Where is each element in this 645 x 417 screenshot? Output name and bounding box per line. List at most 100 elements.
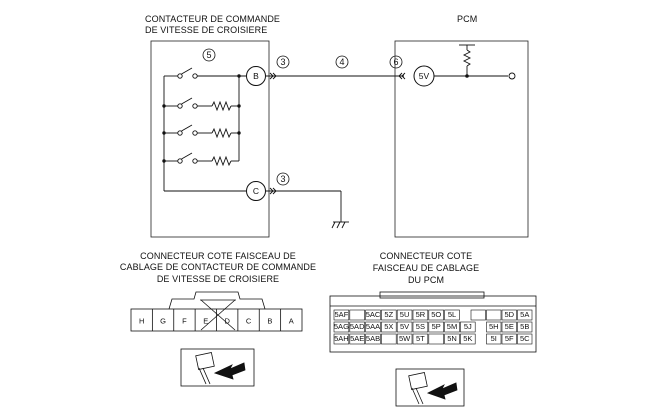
connector2-housing xyxy=(329,291,537,353)
ground-symbol xyxy=(331,221,349,229)
signal-wire xyxy=(266,72,406,80)
connector2-left-cavity xyxy=(381,309,397,321)
connector2-title-line-1: CONNECTEUR COTE xyxy=(380,251,473,261)
connector2-left-pin-label: 5AG xyxy=(334,322,349,331)
connector1-pin-label: E xyxy=(203,317,208,326)
connector2-title-line-3: DU PCM xyxy=(408,275,444,285)
connector2-left-pin-label: 5T xyxy=(416,334,425,343)
connector2-right-cavity xyxy=(486,333,502,345)
connector2-left-pin-label: 5O xyxy=(431,310,441,319)
connector2-left-cavity xyxy=(460,333,476,345)
connector2-left-cavity xyxy=(349,321,365,333)
callout-6-circle xyxy=(389,55,403,69)
connector2-right-pin-label: 5F xyxy=(505,334,514,343)
connector2-left-cavity xyxy=(444,333,460,345)
connector2-right-cavity xyxy=(517,333,533,345)
callout-3-label-bottom: 3 xyxy=(280,174,285,184)
connector2-left-pin-label: 5AD xyxy=(350,322,365,331)
connector2-left-cavity xyxy=(349,309,365,321)
connector2-view-direction-icon xyxy=(395,368,465,407)
connector2-left-pin-label: 5K xyxy=(463,334,472,343)
connector2-left-pin-label: 5AC xyxy=(366,310,381,319)
switch-title-line-2: DE VITESSE DE CROISIERE xyxy=(145,25,267,35)
connector2-left-cavity xyxy=(365,309,381,321)
connector2-left-pin-label: 5M xyxy=(447,322,457,331)
connector1-pin-label: B xyxy=(267,317,272,326)
connector2-right-pin-label: 5E xyxy=(505,322,514,331)
connector1-title-line-3: DE VITESSE DE CROISIERE xyxy=(157,274,279,284)
connector2-left-cavity xyxy=(381,333,397,345)
connector2-right-cavity xyxy=(517,321,533,333)
connector2-left-cavity xyxy=(396,321,413,333)
connector1-pin-label: A xyxy=(289,317,294,326)
connector2-left-cavity xyxy=(412,309,429,321)
connector2-left-cavity xyxy=(444,321,460,333)
switch-row-2 xyxy=(164,124,239,139)
connector2-left-pin-label: 5AH xyxy=(334,334,349,343)
connector2-left-cavity xyxy=(365,333,381,345)
connector2-right-cavity xyxy=(486,309,502,321)
callout-3-circle-bottom xyxy=(276,172,290,186)
connector2-left-pin-label: 5N xyxy=(447,334,457,343)
connector1-title-line-1: CONNECTEUR COTE FAISCEAU DE xyxy=(140,251,296,261)
connector2-left-cavity xyxy=(428,309,444,321)
connector2-right-cavity xyxy=(470,309,486,321)
terminal-b-label: B xyxy=(253,71,259,81)
connector2-left-cavity xyxy=(333,333,350,345)
connector2-right-cavity xyxy=(501,333,517,345)
terminal-c-label: C xyxy=(253,186,259,196)
connector2-right-pin-label: 5I xyxy=(491,334,497,343)
connector1-pin-label: D xyxy=(224,317,230,326)
connector2-left-cavity xyxy=(444,309,460,321)
connector2-left-cavity xyxy=(428,321,444,333)
connector2-left-pin-label: 5V xyxy=(400,322,409,331)
callout-6-label: 6 xyxy=(393,57,398,67)
connector1-pin-label: F xyxy=(182,317,187,326)
callout-5-label: 5 xyxy=(206,50,211,60)
switch-box xyxy=(150,40,270,238)
pcm-junction-dot xyxy=(465,74,469,78)
connector1-pin-label: H xyxy=(139,317,144,326)
connector2-left-pin-label: 5S xyxy=(416,322,425,331)
connector2-left-cavity xyxy=(428,333,444,345)
connector2-right-cavity xyxy=(486,321,502,333)
pcm-internal-circuit xyxy=(434,44,516,80)
connector2-left-pin-label: 5AE xyxy=(350,334,364,343)
callout-4-label: 4 xyxy=(339,57,344,67)
callout-5-circle xyxy=(202,48,216,62)
connector2-left-pin-label: 5X xyxy=(384,322,393,331)
connector2-left-pin-label: 5L xyxy=(448,310,456,319)
connector2-left-cavity xyxy=(460,321,476,333)
connector2-left-pin-label: 5AA xyxy=(366,322,380,331)
connector2-right-pin-label: 5A xyxy=(520,310,529,319)
connector2-left-pin-label: 5Z xyxy=(384,310,393,319)
connector2-left-cavity xyxy=(333,309,350,321)
connector2-left-pin-label: 5J xyxy=(464,322,472,331)
ground-wire xyxy=(266,187,342,222)
terminal-b-circle xyxy=(246,66,266,86)
connector2-right-cavity xyxy=(517,309,533,321)
switch-row-1 xyxy=(164,97,239,112)
pcm-box xyxy=(394,40,529,238)
connector2-left-cavity xyxy=(396,309,413,321)
connector2-left-pin-label: 5R xyxy=(416,310,426,319)
connector2-left-cavity xyxy=(396,333,413,345)
connector2-title-line-2: FAISCEAU DE CABLAGE xyxy=(373,263,479,273)
connector2-left-cavity xyxy=(365,321,381,333)
switch-internal-circuit xyxy=(163,67,246,192)
connector2-left-cavity xyxy=(333,321,350,333)
connector2-right-pin-label: 5B xyxy=(520,322,529,331)
connector1-pin-label: C xyxy=(246,317,252,326)
connector1-title-line-2: CABLAGE DE CONTACTEUR DE COMMANDE xyxy=(120,262,316,272)
callout-3-label-top: 3 xyxy=(280,57,285,67)
callout-4-circle xyxy=(335,55,349,69)
switch-row-3 xyxy=(164,152,239,167)
connector2-left-pin-label: 5U xyxy=(400,310,410,319)
connector2-left-cavity xyxy=(349,333,365,345)
connector1-pin-label: G xyxy=(160,317,166,326)
connector2-left-pin-label: 5AB xyxy=(366,334,380,343)
